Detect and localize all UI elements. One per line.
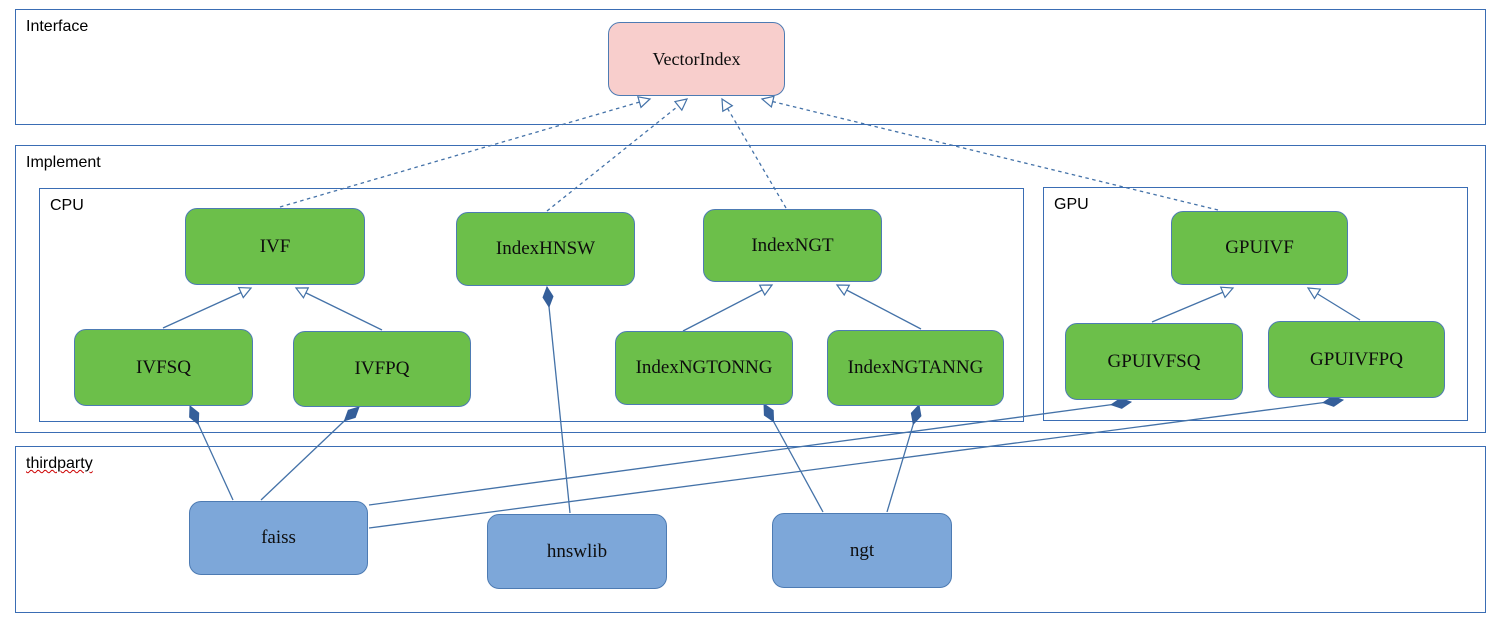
node-indexngtanng-label: IndexNGTANNG	[847, 357, 984, 378]
node-hnswlib[interactable]: hnswlib	[487, 514, 667, 589]
node-faiss[interactable]: faiss	[189, 501, 368, 575]
edge-gpuivfpq-faiss[interactable]	[368, 400, 1343, 529]
container-interface-label: Interface	[26, 18, 89, 35]
edge-indexngtonng-indexngt[interactable]	[682, 284, 774, 332]
node-ivfsq-label: IVFSQ	[136, 356, 191, 378]
node-vectorindex[interactable]: VectorIndex	[608, 22, 785, 96]
node-ivfpq-label: IVFPQ	[354, 358, 410, 379]
edge-indexhnsw-vectorindex[interactable]	[546, 98, 689, 212]
node-gpuivfpq[interactable]: GPUIVFPQ	[1268, 321, 1445, 398]
edge-indexngtonng-ngt[interactable]	[763, 404, 824, 513]
node-indexngtonng[interactable]: IndexNGTONNG	[615, 331, 793, 405]
node-vectorindex-label: VectorIndex	[652, 48, 741, 69]
edge-gpuivfsq-gpuivf[interactable]	[1151, 286, 1235, 323]
container-cpu[interactable]: CPU	[39, 188, 1024, 422]
container-thirdparty-label: thirdparty	[26, 455, 93, 472]
node-gpuivfsq-label: GPUIVFSQ	[1107, 350, 1201, 372]
edge-indexngtanng-indexngt[interactable]	[835, 284, 922, 330]
container-thirdparty[interactable]: thirdparty	[15, 446, 1486, 613]
edge-gpuivfsq-faiss[interactable]	[368, 402, 1131, 506]
node-faiss-label: faiss	[261, 527, 296, 548]
node-ivfpq[interactable]: IVFPQ	[293, 331, 471, 407]
edge-gpuivfpq-gpuivf[interactable]	[1306, 287, 1361, 321]
container-gpu-label: GPU	[1054, 196, 1089, 213]
node-ngt-label: ngt	[849, 539, 875, 561]
node-gpuivf-label: GPUIVF	[1225, 237, 1294, 258]
edge-ivfpq-faiss[interactable]	[260, 407, 359, 501]
node-ngt[interactable]: ngt	[772, 513, 952, 588]
node-indexhnsw[interactable]: IndexHNSW	[456, 212, 635, 286]
edge-ivfsq-ivf[interactable]	[162, 286, 253, 329]
node-ivf[interactable]: IVF	[185, 208, 365, 285]
edge-indexngtanng-ngt[interactable]	[886, 405, 919, 513]
container-implement-label: Implement	[26, 154, 101, 171]
node-hnswlib-label: hnswlib	[546, 540, 608, 562]
edge-gpuivf-vectorindex[interactable]	[760, 95, 1219, 211]
node-indexngtanng[interactable]: IndexNGTANNG	[827, 330, 1004, 406]
edge-indexhnsw-hnswlib[interactable]	[547, 287, 571, 514]
node-indexngt[interactable]: IndexNGT	[703, 209, 882, 282]
container-cpu-label: CPU	[50, 197, 84, 214]
edge-ivf-vectorindex[interactable]	[279, 96, 652, 208]
node-indexngt-label: IndexNGT	[751, 234, 834, 256]
container-interface[interactable]: Interface	[15, 9, 1486, 125]
container-gpu[interactable]: GPU	[1043, 187, 1468, 421]
node-gpuivfpq-label: GPUIVFPQ	[1310, 348, 1403, 370]
node-indexngtonng-label: IndexNGTONNG	[635, 357, 773, 378]
node-gpuivf[interactable]: GPUIVF	[1171, 211, 1348, 285]
node-ivf-label: IVF	[259, 235, 291, 257]
node-ivfsq[interactable]: IVFSQ	[74, 329, 253, 406]
container-implement[interactable]: Implement	[15, 145, 1486, 433]
node-gpuivfsq[interactable]: GPUIVFSQ	[1065, 323, 1243, 400]
edge-indexngt-vectorindex[interactable]	[721, 97, 787, 209]
edge-ivfpq-ivf[interactable]	[294, 287, 383, 331]
node-indexhnsw-label: IndexHNSW	[495, 238, 596, 259]
edge-ivfsq-faiss[interactable]	[190, 406, 234, 501]
